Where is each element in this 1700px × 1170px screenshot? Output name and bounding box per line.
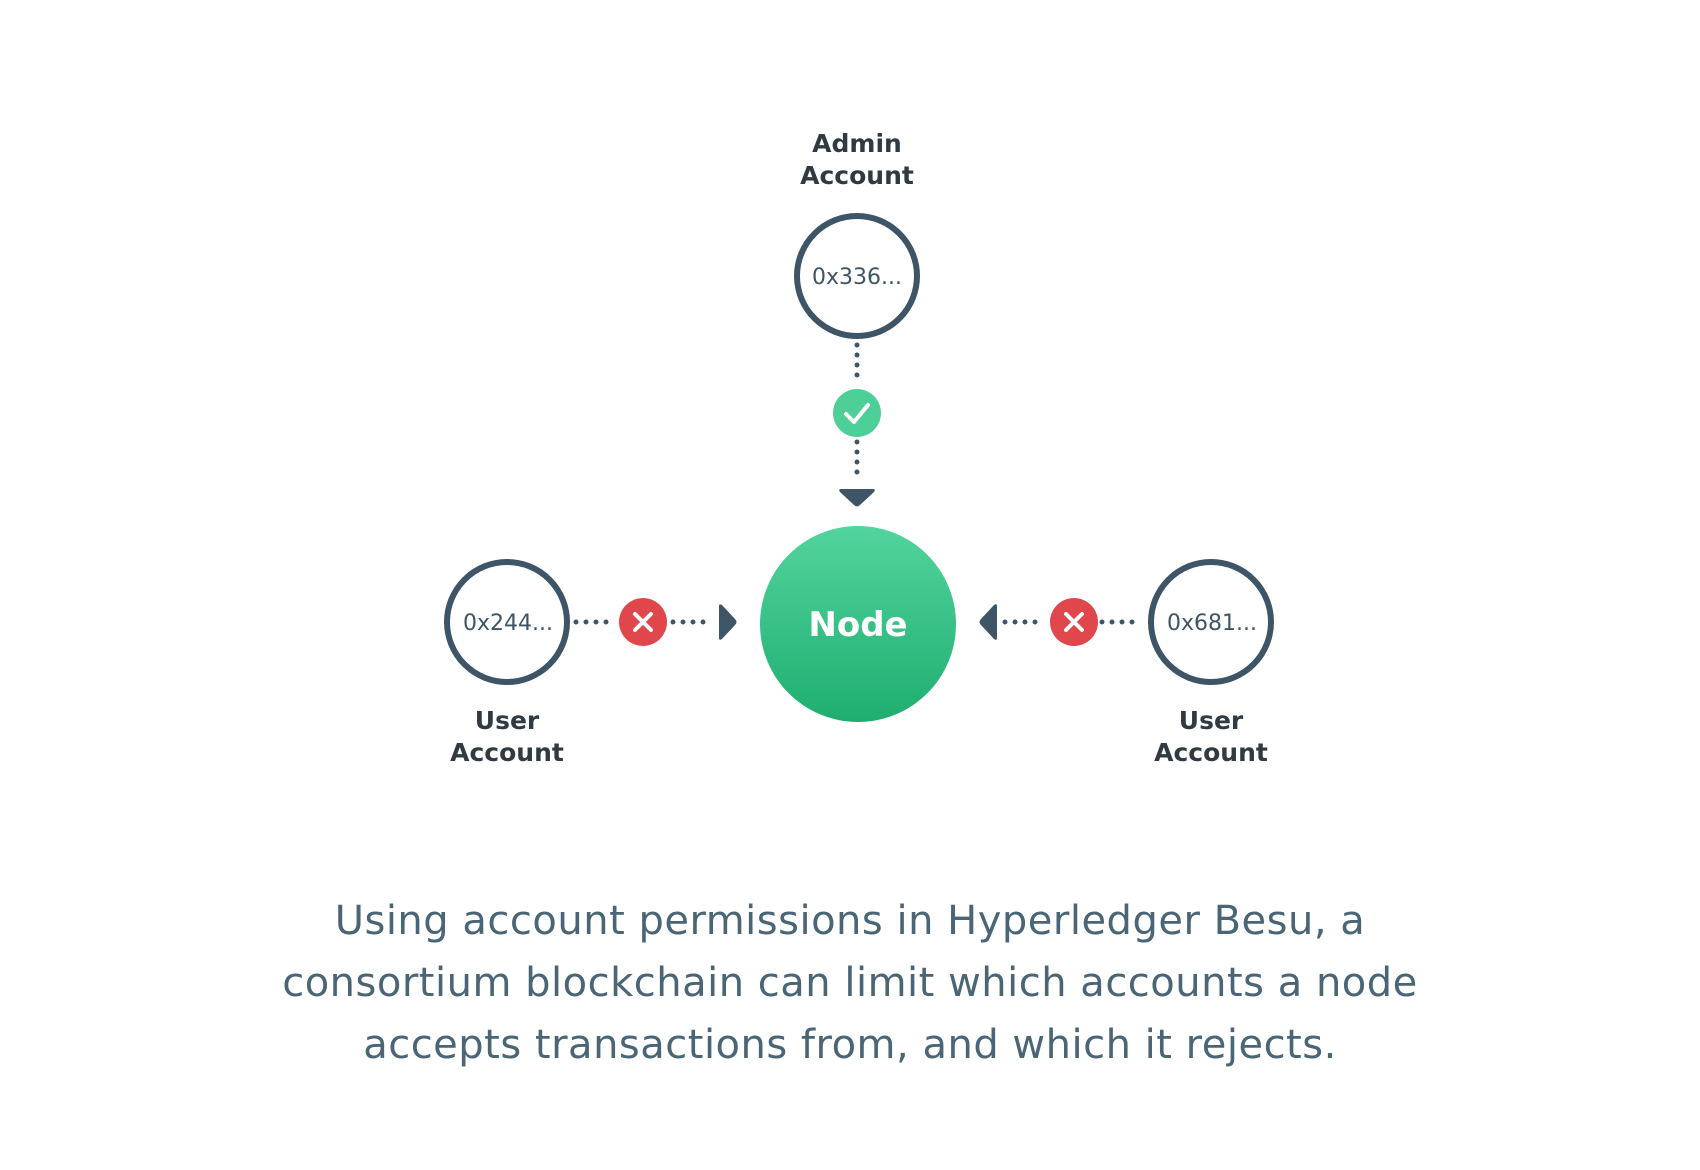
user-right-arrow-head [979,604,997,640]
accept-badge [833,389,881,437]
caption-line-2: consortium blockchain can limit which ac… [282,960,1418,1006]
user-account-left: 0x244... User Account [444,559,570,767]
user-right-address: 0x681... [1167,611,1257,636]
caption-line-1: Using account permissions in Hyperledger… [334,898,1366,944]
admin-arrow-head [839,489,875,507]
admin-account-address: 0x336... [812,265,902,290]
user-left-label-line1: User [475,706,540,735]
admin-account-label-line2: Account [800,161,914,190]
user-left-label-line2: Account [450,738,564,767]
user-right-connector [979,598,1145,646]
node: Node [760,526,956,722]
check-icon [844,403,870,424]
user-account-right: 0x681... User Account [1148,559,1274,767]
close-icon [633,612,653,632]
reject-badge-right [1050,598,1098,646]
user-right-circle [1148,559,1274,685]
admin-account: Admin Account 0x336... [794,129,920,339]
node-label: Node [808,605,907,645]
user-left-circle [444,559,570,685]
user-right-label-line1: User [1179,706,1244,735]
user-right-label-line2: Account [1154,738,1268,767]
admin-account-label-line1: Admin [812,129,902,158]
caption-line-3: accepts transactions from, and which it … [363,1022,1337,1068]
reject-badge-left [619,598,667,646]
admin-account-circle [794,213,920,339]
diagram-caption: Using account permissions in Hyperledger… [150,890,1550,1076]
node-circle [760,526,956,722]
admin-connector [833,342,881,507]
permission-diagram: Admin Account 0x336... Node 0x244... Use… [444,129,1274,767]
user-left-arrow-head [719,604,737,640]
user-left-address: 0x244... [463,611,553,636]
close-icon [1064,612,1084,632]
user-left-connector [573,598,737,646]
